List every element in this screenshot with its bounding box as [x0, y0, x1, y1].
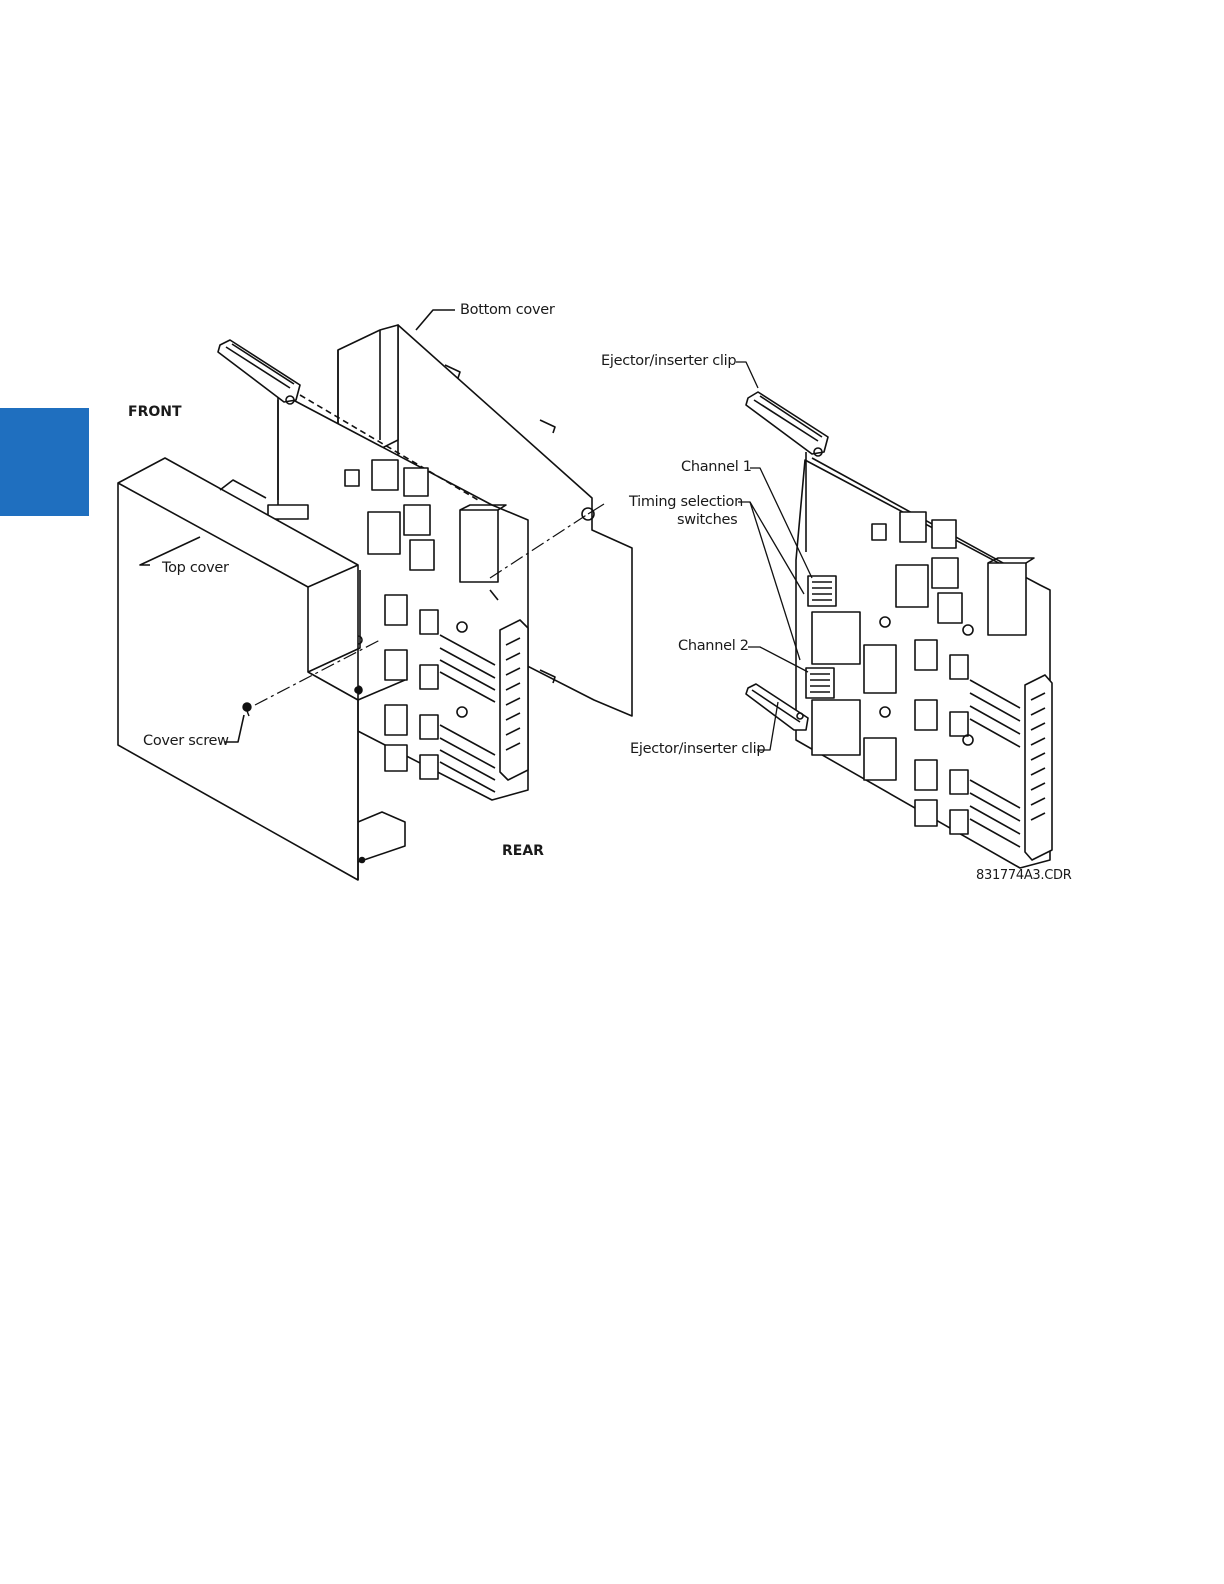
label-ejector-clip-top: Ejector/inserter clip: [601, 353, 736, 369]
label-channel-2: Channel 2: [678, 638, 749, 654]
label-top-cover: Top cover: [162, 560, 229, 576]
figure-id: 831774A3.CDR: [976, 868, 1071, 883]
label-cover-screw: Cover screw: [143, 733, 229, 749]
right-circuit-board: [746, 392, 1052, 868]
label-timing-selection: Timing selection: [629, 494, 743, 510]
label-bottom-cover: Bottom cover: [460, 302, 555, 318]
label-rear: REAR: [502, 843, 544, 859]
label-ejector-clip-bottom: Ejector/inserter clip: [630, 741, 765, 757]
label-channel-1: Channel 1: [681, 459, 752, 475]
label-front: FRONT: [128, 404, 182, 420]
label-timing-switches: switches: [677, 512, 737, 528]
